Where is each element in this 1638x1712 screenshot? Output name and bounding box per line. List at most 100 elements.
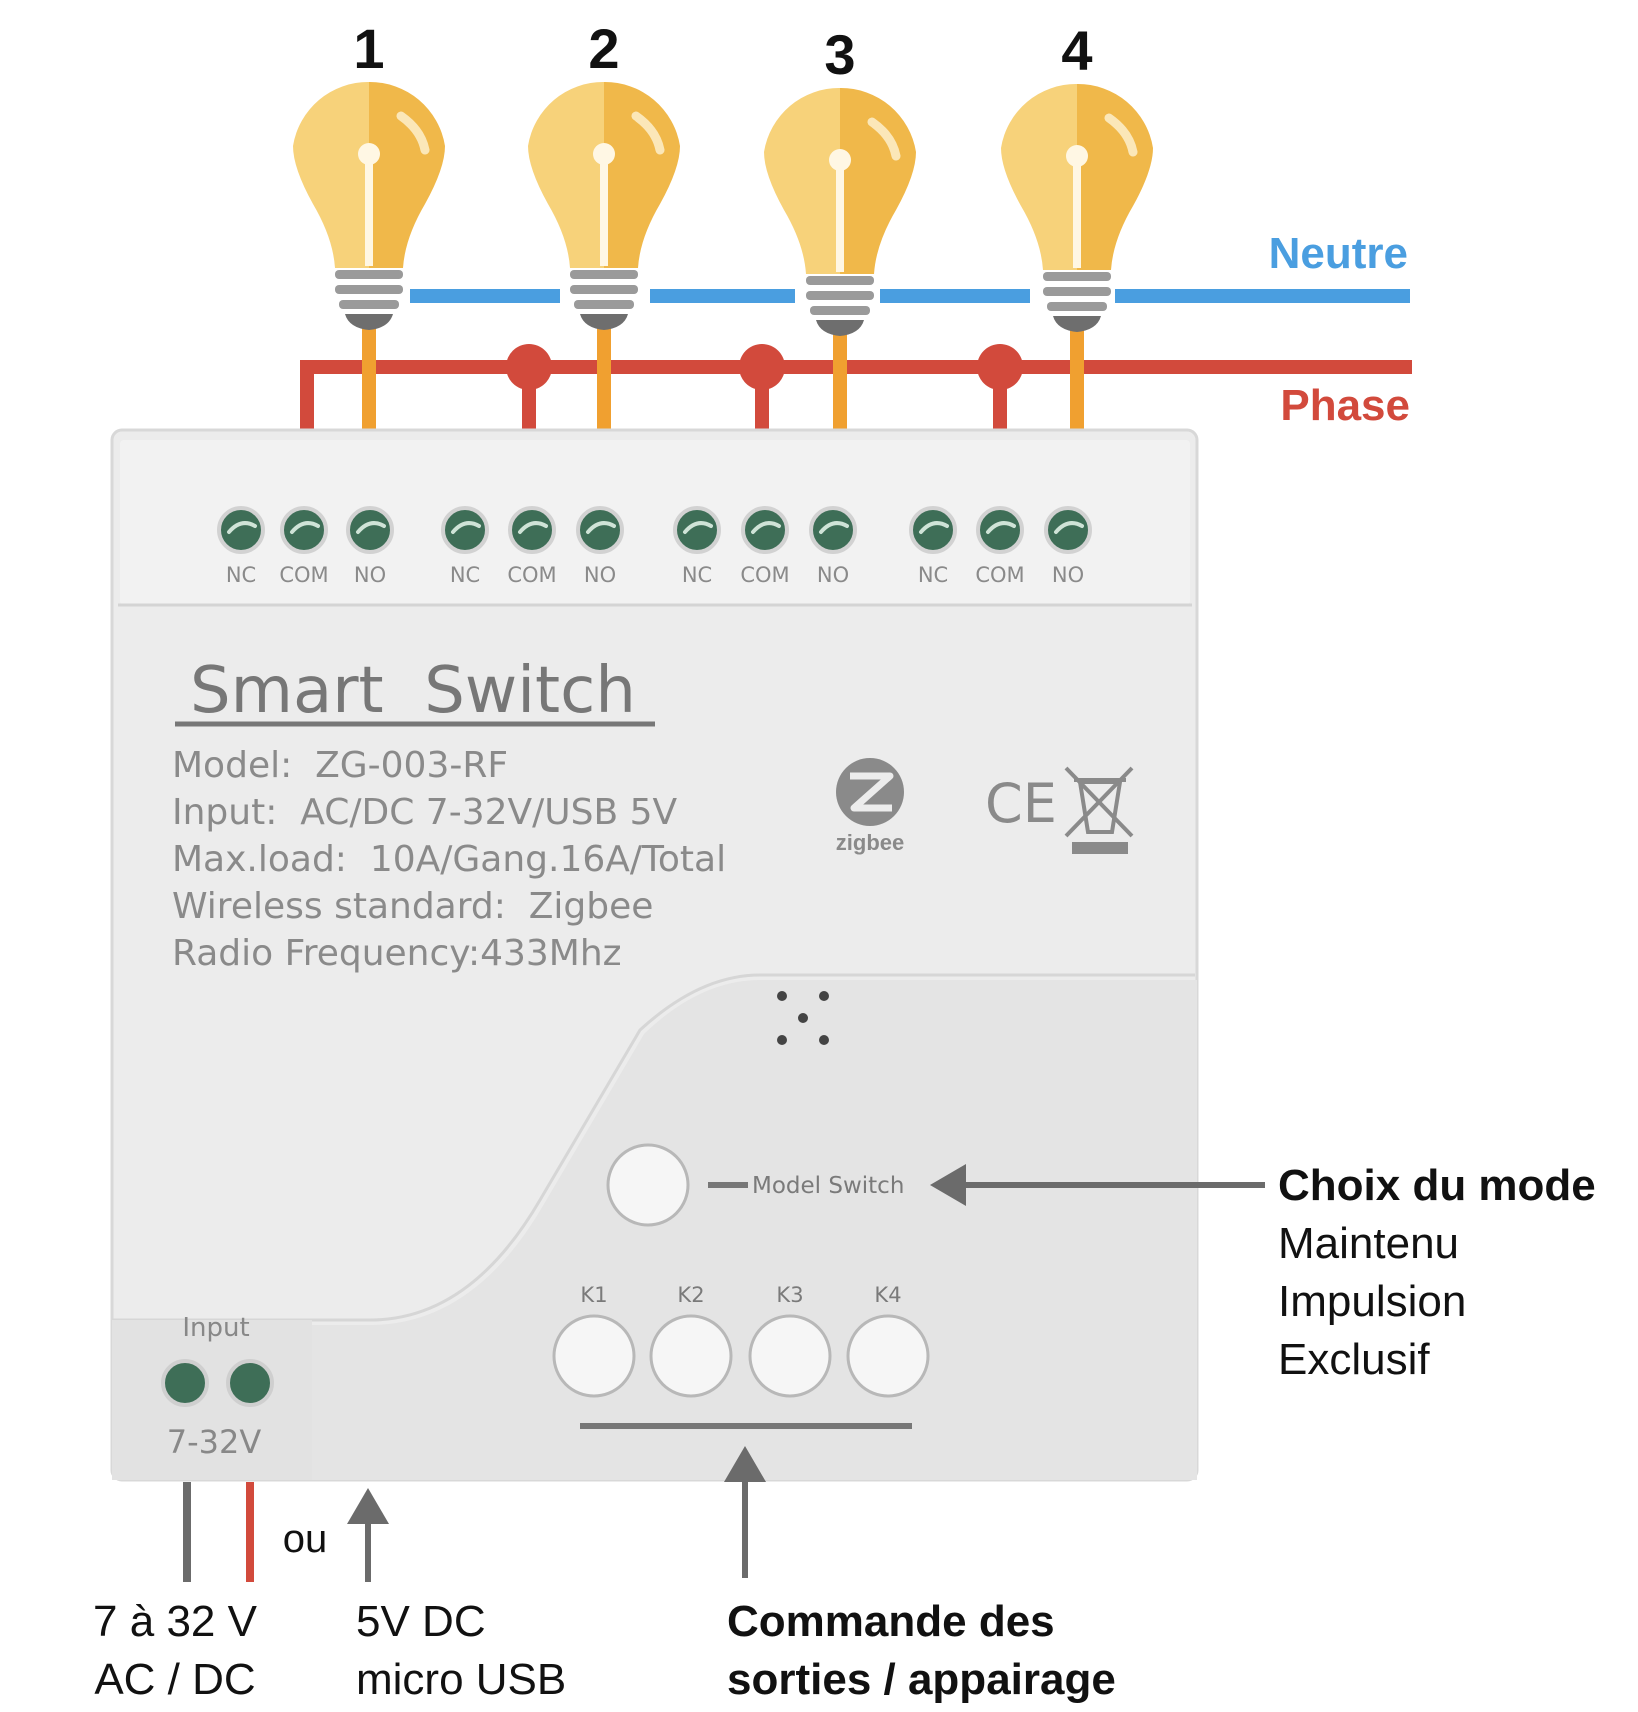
screw-terminal [741, 506, 789, 554]
phase-junction [739, 344, 785, 390]
bulb-4: 4 [1001, 19, 1153, 332]
output-button-label: K3 [776, 1283, 803, 1307]
outputs-line: Commande des [727, 1597, 1055, 1646]
mode-option: Impulsion [1278, 1277, 1466, 1326]
terminal-com: COM [279, 506, 329, 587]
light-bulb-icon [1001, 83, 1153, 332]
input-terminal [226, 1359, 274, 1407]
spec-line: Radio Frequency:433Mhz [172, 933, 622, 974]
outputs-line: sorties / appairage [727, 1655, 1116, 1704]
light-bulb-icon [764, 87, 916, 336]
screw-terminal [976, 506, 1024, 554]
terminal-nc: NC [441, 506, 489, 587]
terminal-label: COM [740, 563, 789, 587]
ce-mark: CE [985, 772, 1057, 835]
terminal-com: COM [975, 506, 1025, 587]
screw-terminal [280, 506, 328, 554]
phase-wire [300, 360, 1412, 432]
outputs-arrow [724, 1446, 766, 1578]
weee-bin-icon [1064, 766, 1134, 854]
bulb-3: 3 [764, 23, 916, 336]
mode-option: Maintenu [1278, 1219, 1459, 1268]
output-button-k3[interactable]: K3 [748, 1283, 832, 1398]
mode-option: Exclusif [1278, 1335, 1430, 1384]
terminal-no: NO [576, 506, 624, 587]
screw-terminal [346, 506, 394, 554]
input-label: Input [182, 1313, 249, 1343]
output-button-label: K1 [580, 1283, 607, 1307]
smart-switch-device [110, 428, 1199, 1482]
phase-junction [977, 344, 1023, 390]
usb-arrow [347, 1488, 389, 1582]
mode-switch-label: Model Switch [752, 1173, 904, 1199]
bulb-number: 1 [353, 17, 384, 80]
screw-terminal [576, 506, 624, 554]
terminal-block: NC COM NO NC COM NO NC COM NO NC COM NO [217, 506, 1092, 587]
terminal-no: NO [346, 506, 394, 587]
terminal-label: NO [584, 563, 616, 587]
screw-terminal [673, 506, 721, 554]
bulb-number: 3 [824, 23, 855, 86]
output-button[interactable] [552, 1314, 636, 1398]
terminal-nc: NC [909, 506, 957, 587]
screw-terminal [441, 506, 489, 554]
terminal-nc: NC [673, 506, 721, 587]
screw-terminal [1044, 506, 1092, 554]
terminal-label: NO [817, 563, 849, 587]
device-title: Smart Switch [190, 654, 636, 728]
light-bulb-icon [293, 81, 445, 330]
bulb-2: 2 [528, 17, 680, 330]
output-button-k2[interactable]: K2 [649, 1283, 733, 1398]
output-button[interactable] [748, 1314, 832, 1398]
mode-title: Choix du mode [1278, 1161, 1596, 1210]
spec-line: Input: AC/DC 7-32V/USB 5V [172, 792, 677, 833]
screw-terminal [217, 506, 265, 554]
speaker-holes-icon [777, 991, 829, 1045]
terminal-com: COM [507, 506, 557, 587]
device-specs: Model: ZG-003-RF Input: AC/DC 7-32V/USB … [172, 745, 726, 974]
power-ac-dc-line: 7 à 32 V [93, 1597, 258, 1646]
screw-terminal [909, 506, 957, 554]
terminal-label: NO [354, 563, 386, 587]
output-button-label: K4 [874, 1283, 901, 1307]
phase-label: Phase [1280, 381, 1410, 430]
power-ac-dc-line: AC / DC [94, 1655, 255, 1704]
terminal-label: COM [279, 563, 328, 587]
spec-line: Model: ZG-003-RF [172, 745, 508, 786]
terminal-label: NC [682, 563, 712, 587]
phase-junction [506, 344, 552, 390]
spec-line: Max.load: 10A/Gang.16A/Total [172, 839, 726, 880]
mode-arrow [930, 1164, 1265, 1206]
terminal-nc: NC [217, 506, 265, 587]
input-terminal [161, 1359, 209, 1407]
output-button-label: K2 [677, 1283, 704, 1307]
load-wires [362, 325, 1084, 432]
neutral-label: Neutre [1269, 229, 1408, 278]
bulb-number: 4 [1061, 19, 1092, 82]
spec-line: Wireless standard: Zigbee [172, 886, 653, 927]
terminal-label: NO [1052, 563, 1084, 587]
terminal-no: NO [809, 506, 857, 587]
terminal-label: COM [975, 563, 1024, 587]
output-button[interactable] [649, 1314, 733, 1398]
power-usb-line: 5V DC [356, 1597, 486, 1646]
terminal-com: COM [740, 506, 790, 587]
output-buttons: K1 K2 K3 K4 [552, 1283, 930, 1398]
terminal-label: NC [450, 563, 480, 587]
output-button[interactable] [846, 1314, 930, 1398]
input-terminals [161, 1359, 274, 1407]
power-usb-line: micro USB [356, 1655, 566, 1704]
phase-junctions [506, 344, 1023, 390]
output-button-k1[interactable]: K1 [552, 1283, 636, 1398]
bulb-number: 2 [588, 17, 619, 80]
terminal-label: COM [507, 563, 556, 587]
bulbs: 1 2 3 4 [293, 17, 1153, 336]
screw-terminal [508, 506, 556, 554]
power-or-label: ou [283, 1517, 328, 1561]
light-bulb-icon [528, 81, 680, 330]
terminal-label: NC [918, 563, 948, 587]
zigbee-logo-text: zigbee [836, 830, 904, 855]
mode-switch-button[interactable] [606, 1143, 690, 1227]
output-button-k4[interactable]: K4 [846, 1283, 930, 1398]
